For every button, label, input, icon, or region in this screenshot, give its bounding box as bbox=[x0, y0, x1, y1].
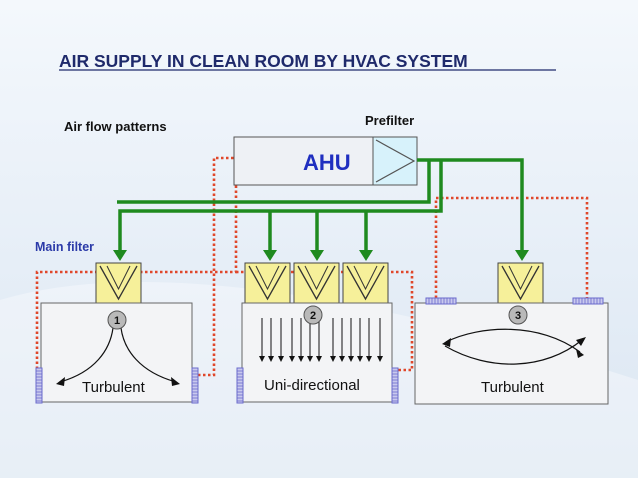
downflow-arrow bbox=[259, 318, 265, 362]
return-grille bbox=[425, 297, 457, 305]
main-filter-room-2 bbox=[244, 262, 291, 304]
downflow-arrow bbox=[357, 318, 363, 362]
room-3-flow-arrows bbox=[444, 328, 583, 365]
main-filter-room-2 bbox=[293, 262, 340, 304]
downflow-arrow bbox=[339, 318, 345, 362]
room-1-arrowheads bbox=[56, 377, 180, 386]
room-3-number: 3 bbox=[515, 310, 521, 322]
downflow-arrow bbox=[366, 318, 372, 362]
prefilter-icon bbox=[375, 139, 416, 183]
room-1-badge: 1 bbox=[107, 310, 127, 330]
main-filter-room-2 bbox=[342, 262, 389, 304]
prefilter-label: Prefilter bbox=[365, 113, 414, 128]
downflow-arrow bbox=[307, 318, 313, 362]
page-title: AIR SUPPLY IN CLEAN ROOM BY HVAC SYSTEM bbox=[59, 51, 468, 71]
return-grille bbox=[391, 367, 399, 404]
prefilter-box bbox=[372, 136, 418, 186]
downflow-arrow bbox=[289, 318, 295, 362]
main-filter-room-3 bbox=[497, 262, 544, 304]
return-grilles bbox=[35, 297, 604, 404]
ahu-label: AHU bbox=[303, 150, 351, 175]
room-1-label: Turbulent bbox=[82, 379, 146, 396]
downflow-arrow bbox=[268, 318, 274, 362]
supply-arrowheads bbox=[113, 250, 529, 261]
downflow-arrow bbox=[348, 318, 354, 362]
room-3-label: Turbulent bbox=[481, 379, 545, 396]
return-grille bbox=[236, 367, 244, 404]
room-2-number: 2 bbox=[310, 310, 316, 322]
downflow-arrow bbox=[278, 318, 284, 362]
downflow-arrow bbox=[377, 318, 383, 362]
downflow-arrow bbox=[316, 318, 322, 362]
main-filter-room-1 bbox=[95, 262, 142, 304]
ahu-unit: AHU bbox=[233, 136, 418, 186]
room-2-flow-arrows bbox=[259, 318, 383, 362]
room-2-label: Uni-directional bbox=[264, 377, 360, 394]
room-1-number: 1 bbox=[114, 315, 120, 327]
room-1-flow-arrows bbox=[59, 327, 177, 383]
return-grille bbox=[191, 367, 199, 404]
subtitle: Air flow patterns bbox=[64, 119, 167, 134]
room-2-badge: 2 bbox=[303, 305, 323, 325]
room-3-arrowheads bbox=[442, 337, 586, 358]
return-air-ducts bbox=[35, 156, 589, 377]
room-3-badge: 3 bbox=[508, 305, 528, 325]
downflow-arrow bbox=[330, 318, 336, 362]
supply-air-ducts bbox=[117, 158, 524, 252]
main-filter-label: Main filter bbox=[35, 240, 94, 254]
return-grille bbox=[572, 297, 604, 305]
return-grille bbox=[35, 367, 43, 404]
downflow-arrow bbox=[298, 318, 304, 362]
